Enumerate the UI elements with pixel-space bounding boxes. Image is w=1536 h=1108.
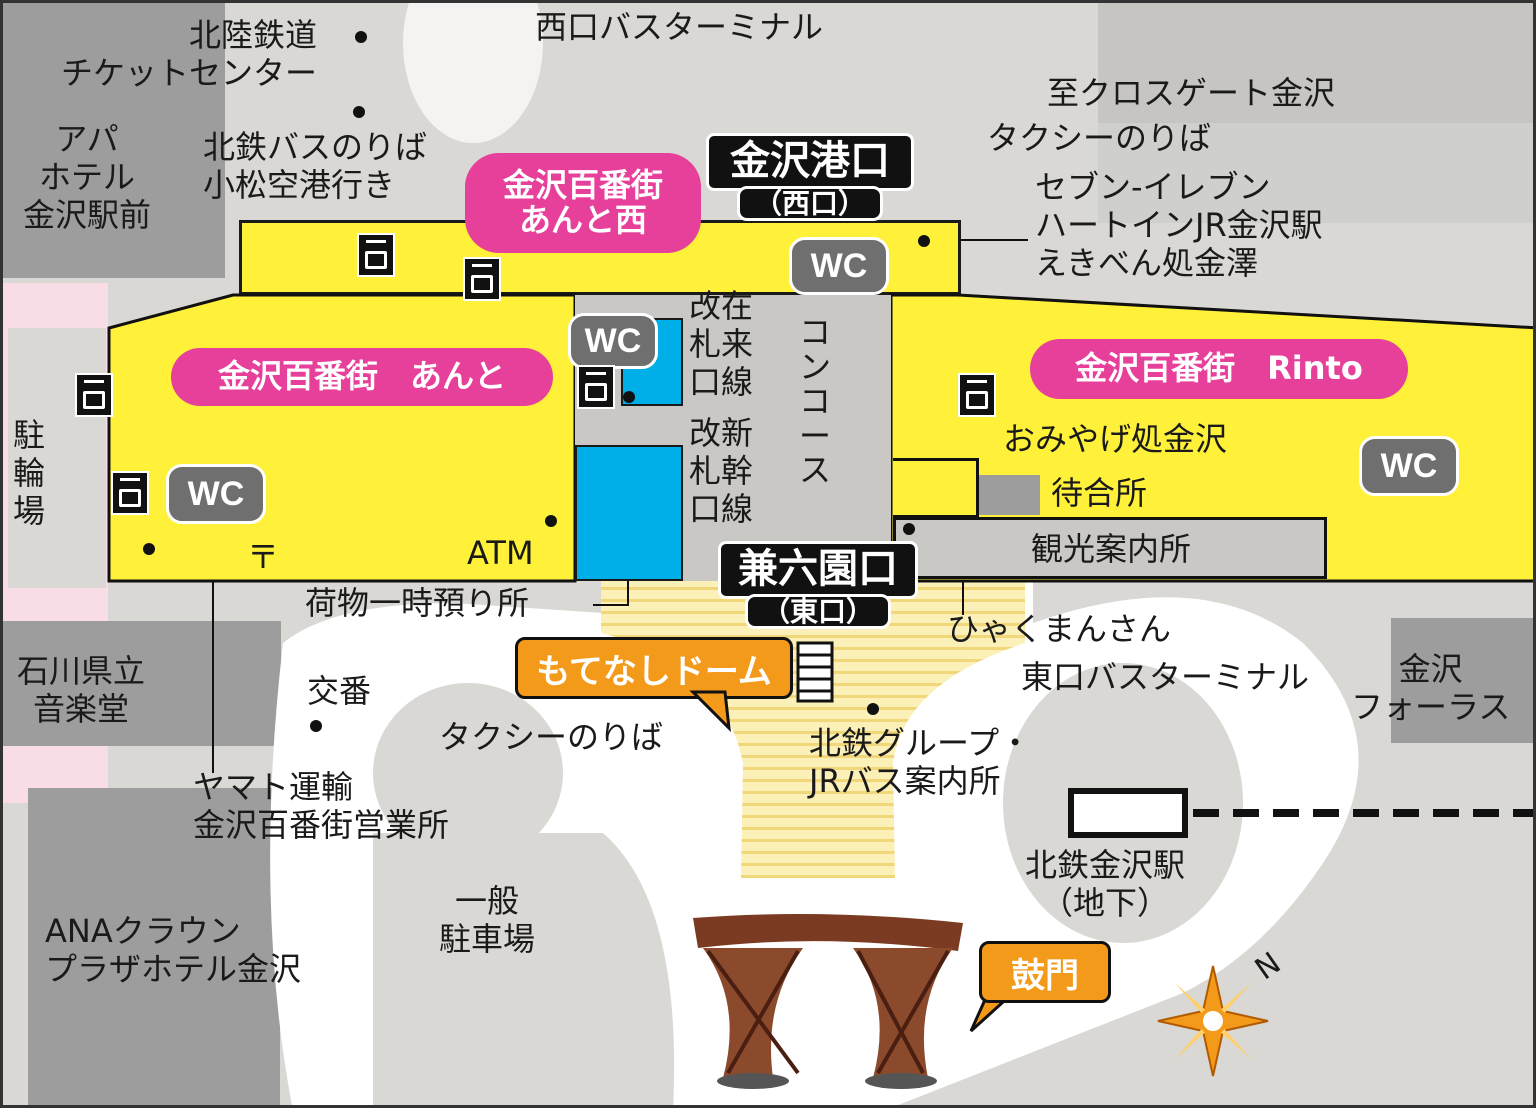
east-exit-sub: （東口） — [744, 594, 892, 630]
label-waiting-room: 待合所 — [1051, 474, 1148, 512]
east-exit-sign: 兼六園口 （東口） — [718, 541, 918, 630]
label-zairai-gate: 改在 札来 口線 — [689, 287, 754, 401]
label-hokuriku-ticket: 北陸鉄道 チケットセンター — [61, 16, 318, 92]
callout-motenashi-dome: もてなしドーム — [515, 637, 793, 699]
wc-icon-concourse: WC — [789, 237, 889, 295]
dot-seven-eleven — [918, 235, 930, 247]
apa-hotel-building — [3, 3, 225, 278]
omiyage-box — [893, 458, 979, 518]
label-hokutetsu-bus: 北鉄バスのりば 小松空港行き — [203, 128, 428, 204]
label-hokutetsu-group: 北鉄グループ・ JRバス案内所 — [809, 724, 1032, 800]
east-exit-name: 兼六園口 — [738, 546, 898, 592]
northeast-block — [1098, 3, 1533, 123]
label-shinkansen-gate: 改新 札幹 口線 — [689, 414, 754, 528]
label-bicycle-parking: 駐 輪 場 — [13, 416, 46, 530]
shinkansen-gate — [575, 445, 683, 581]
dot-atm — [545, 515, 557, 527]
dot-hokutetsu-bus — [353, 106, 365, 118]
locker-icon — [357, 233, 395, 277]
label-apa-hotel: アパ ホテル 金沢駅前 — [23, 120, 152, 234]
forus-building — [1391, 618, 1533, 743]
post-office-icon: 〒 — [247, 538, 280, 576]
shop-pill-rinto: 金沢百番街 Rinto — [1030, 339, 1408, 399]
label-seven-eleven: セブン-イレブン ハートインJR金沢駅 えきべん処金澤 — [1035, 168, 1323, 282]
label-ana-hotel: ANAクラウン プラザホテル金沢 — [45, 912, 302, 988]
label-baggage: 荷物一時預り所 — [305, 584, 530, 622]
label-cross-gate: 至クロスゲート金沢 — [1047, 74, 1336, 112]
dot-hyakumansan — [903, 523, 915, 535]
dot-koban — [310, 720, 322, 732]
label-east-bus-terminal: 東口バスターミナル — [1021, 658, 1310, 696]
tourist-info-area — [893, 517, 1327, 579]
waiting-area-gray — [978, 475, 1040, 515]
locker-icon — [463, 257, 501, 301]
callout-tsuzumimon: 鼓門 — [979, 941, 1111, 1003]
label-atm: ATM — [467, 534, 534, 572]
dot-baggage — [623, 391, 635, 403]
north-loop-west — [403, 3, 543, 143]
label-taxi-east: タクシーのりば — [439, 718, 664, 756]
label-hyakumansan: ひゃくまんさん — [947, 610, 1172, 648]
wc-icon-rinto: WC — [1359, 436, 1459, 496]
label-west-bus-terminal: 西口バスターミナル — [535, 8, 824, 46]
label-ishikawa-hall: 石川県立 音楽堂 — [17, 652, 146, 728]
label-kanazawa-forus: 金沢 フォーラス — [1351, 650, 1511, 726]
wc-icon-west: WC — [166, 464, 266, 524]
label-koban: 交番 — [307, 672, 372, 710]
west-exit-sub: （西口） — [736, 186, 884, 222]
dot-yamato — [143, 543, 155, 555]
parking-lot — [373, 833, 675, 1105]
west-roundabout — [373, 683, 563, 863]
label-concourse: コ ン コ ー ス — [799, 313, 832, 490]
tsuzumimon-gate — [693, 914, 963, 1089]
compass-rose-icon — [1157, 965, 1269, 1077]
locker-icon — [75, 373, 113, 417]
shop-pill-ant-nishi: 金沢百番街 あんと西 — [465, 153, 701, 253]
locker-icon — [958, 373, 996, 417]
ana-hotel-building — [28, 788, 280, 1105]
map-graphics — [148, 3, 1533, 1105]
ishikawa-hall-building — [3, 621, 281, 746]
label-yamato: ヤマト運輸 金沢百番街営業所 — [193, 768, 450, 844]
dot-ticket-center — [355, 31, 367, 43]
locker-icon — [111, 471, 149, 515]
west-exit-name: 金沢港口 — [730, 138, 890, 184]
label-taxi-west: タクシーのりば — [987, 119, 1212, 157]
locker-icon — [577, 365, 615, 409]
shop-pill-ant: 金沢百番街 あんと — [171, 348, 553, 406]
label-omiyage: おみやげ処金沢 — [1003, 420, 1228, 458]
hokutetsu-platform — [1068, 788, 1188, 838]
north-loop-east — [1098, 123, 1533, 223]
label-hokutetsu-station: 北鉄金沢駅 （地下） — [1025, 846, 1186, 922]
label-parking: 一般 駐車場 — [439, 882, 536, 958]
label-tourist-info: 観光案内所 — [1031, 530, 1192, 568]
dot-hokutetsu-group — [867, 703, 879, 715]
left-bike-area — [8, 328, 106, 588]
west-exit-sign: 金沢港口 （西口） — [706, 133, 914, 222]
